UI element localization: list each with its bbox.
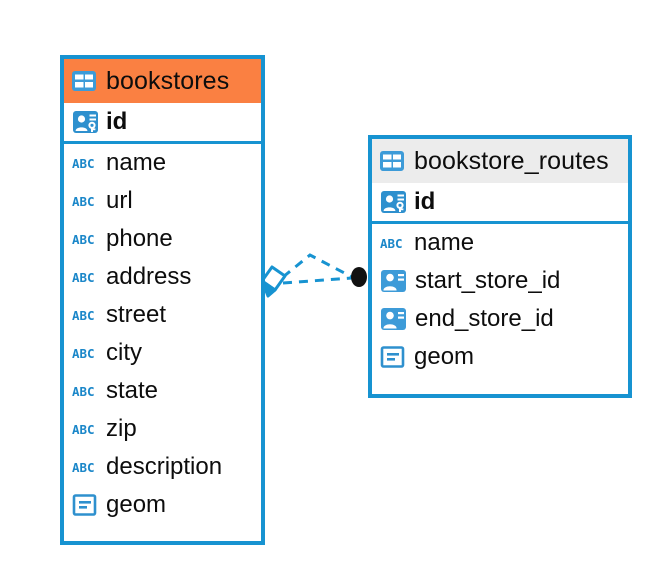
abc-text-icon: ABC: [72, 459, 98, 475]
field-row-zip[interactable]: ABC zip: [64, 410, 261, 448]
svg-text:ABC: ABC: [72, 194, 95, 209]
field-label: start_store_id: [415, 267, 561, 294]
field-list-bookstores: ABC name ABC url ABC p: [64, 144, 261, 524]
entity-header-bookstore-routes[interactable]: bookstore_routes: [372, 139, 628, 183]
field-label: name: [106, 149, 167, 176]
field-row-id[interactable]: id: [372, 183, 628, 221]
svg-text:ABC: ABC: [72, 232, 95, 247]
field-row-phone[interactable]: ABC phone: [64, 220, 261, 258]
geometry-icon: [380, 345, 406, 369]
primary-key-section-bookstores: id: [64, 103, 261, 144]
svg-text:ABC: ABC: [380, 236, 403, 251]
field-label: zip: [106, 415, 137, 442]
svg-text:ABC: ABC: [72, 384, 95, 399]
field-label: address: [106, 263, 192, 290]
foreign-key-icon: [380, 306, 407, 332]
abc-text-icon: ABC: [72, 193, 98, 209]
field-label: id: [414, 188, 436, 215]
entity-bookstores[interactable]: bookstores id: [60, 55, 265, 545]
field-label: geom: [106, 491, 167, 518]
abc-text-icon: ABC: [72, 421, 98, 437]
field-label: name: [414, 229, 475, 256]
field-list-bookstore-routes: ABC name start_store_id: [372, 224, 628, 376]
field-row-start-store-id[interactable]: start_store_id: [372, 262, 628, 300]
field-label: url: [106, 187, 133, 214]
field-label: end_store_id: [415, 305, 554, 332]
field-row-geom[interactable]: geom: [372, 338, 628, 376]
relationship-branch-arched: [282, 253, 353, 279]
field-label: phone: [106, 225, 173, 252]
field-row-description[interactable]: ABC description: [64, 448, 261, 486]
abc-text-icon: ABC: [72, 269, 98, 285]
field-row-state[interactable]: ABC state: [64, 372, 261, 410]
filled-circle-marker: [351, 267, 367, 287]
svg-text:ABC: ABC: [72, 156, 95, 171]
field-label: id: [106, 108, 128, 135]
abc-text-icon: ABC: [72, 383, 98, 399]
field-row-name[interactable]: ABC name: [372, 224, 628, 262]
field-row-id[interactable]: id: [64, 103, 261, 141]
field-label: description: [106, 453, 223, 480]
svg-text:ABC: ABC: [72, 422, 95, 437]
relationship-branch-straight: [282, 276, 353, 285]
field-label: street: [106, 301, 167, 328]
field-row-street[interactable]: ABC street: [64, 296, 261, 334]
primary-key-icon: [380, 189, 407, 215]
entity-bookstore-routes[interactable]: bookstore_routes id: [368, 135, 632, 398]
abc-text-icon: ABC: [72, 231, 98, 247]
abc-text-icon: ABC: [72, 155, 98, 171]
field-row-end-store-id[interactable]: end_store_id: [372, 300, 628, 338]
entity-header-bookstores[interactable]: bookstores: [64, 59, 261, 103]
abc-text-icon: ABC: [72, 307, 98, 323]
abc-text-icon: ABC: [72, 345, 98, 361]
entity-title: bookstores: [106, 66, 230, 95]
field-label: state: [106, 377, 159, 404]
primary-key-icon: [72, 109, 99, 135]
svg-text:ABC: ABC: [72, 270, 95, 285]
field-row-geom[interactable]: geom: [64, 486, 261, 524]
field-label: city: [106, 339, 142, 366]
geometry-icon: [72, 493, 98, 517]
field-label: geom: [414, 343, 475, 370]
field-row-city[interactable]: ABC city: [64, 334, 261, 372]
svg-text:ABC: ABC: [72, 308, 95, 323]
svg-text:ABC: ABC: [72, 460, 95, 475]
table-icon: [379, 150, 405, 172]
field-row-address[interactable]: ABC address: [64, 258, 261, 296]
foreign-key-icon: [380, 268, 407, 294]
table-icon: [71, 70, 97, 92]
field-row-name[interactable]: ABC name: [64, 144, 261, 182]
abc-text-icon: ABC: [380, 235, 406, 251]
svg-text:ABC: ABC: [72, 346, 95, 361]
field-row-url[interactable]: ABC url: [64, 182, 261, 220]
entity-title: bookstore_routes: [414, 146, 609, 175]
primary-key-section-bookstore-routes: id: [372, 183, 628, 224]
diamond-marker: [260, 265, 287, 298]
